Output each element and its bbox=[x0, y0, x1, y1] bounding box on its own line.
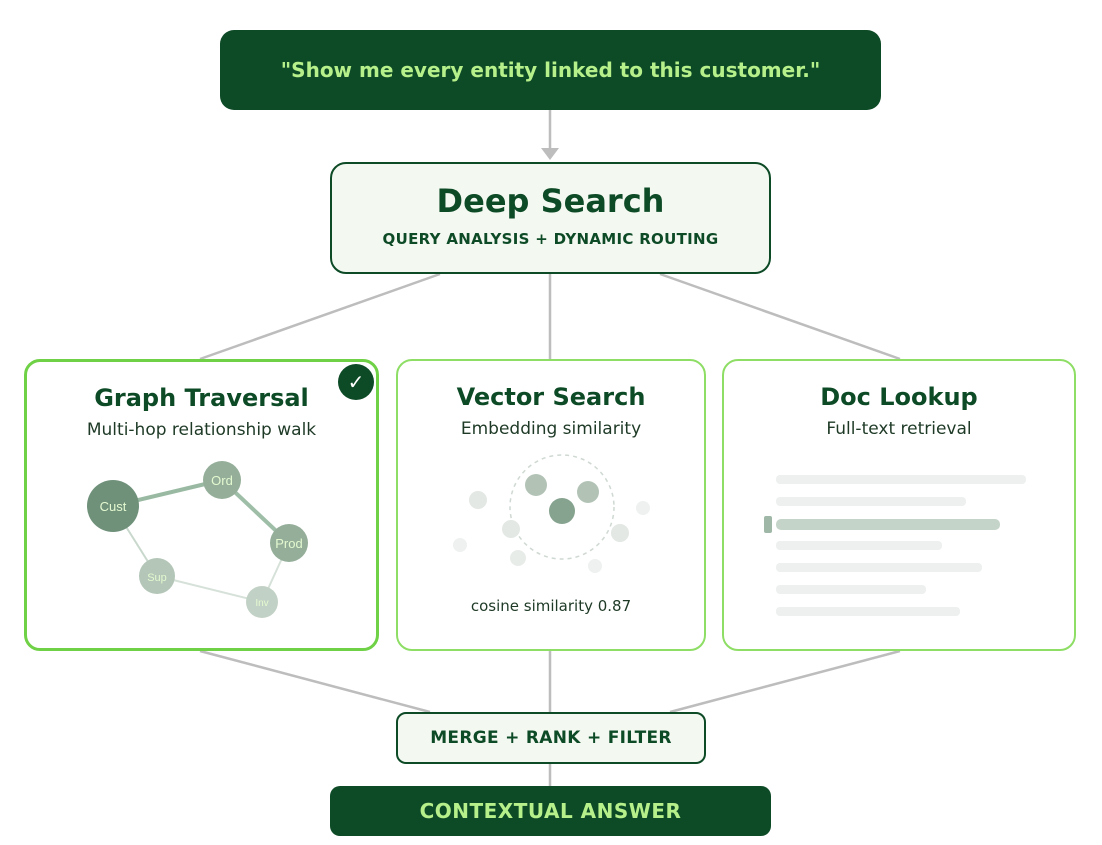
doc-line bbox=[776, 607, 960, 616]
answer-label: CONTEXTUAL ANSWER bbox=[419, 799, 682, 823]
vector-point bbox=[577, 481, 599, 503]
vector-point bbox=[510, 550, 526, 566]
vector-search-subtitle: Embedding similarity bbox=[460, 419, 642, 439]
graph-traversal-subtitle: Multi-hop relationship walk bbox=[86, 420, 317, 440]
vector-illustration bbox=[453, 454, 650, 573]
graph-node bbox=[203, 461, 241, 499]
vector-point bbox=[502, 520, 520, 538]
graph-traversal-card: ✓ Graph Traversal Multi-hop relationship… bbox=[24, 359, 379, 651]
doc-lookup-subtitle: Full-text retrieval bbox=[826, 419, 972, 439]
graph-node bbox=[270, 524, 308, 562]
graph-node bbox=[139, 558, 175, 594]
graph-node-label: Inv bbox=[255, 598, 268, 609]
deep-search-box: Deep Search QUERY ANALYSIS + DYNAMIC ROU… bbox=[330, 162, 771, 274]
vector-point bbox=[469, 491, 487, 509]
graph-node-label: Prod bbox=[275, 536, 302, 551]
graph-node-label: Sup bbox=[147, 572, 167, 584]
graph-illustration: Cust Ord Prod Sup Inv bbox=[87, 461, 308, 618]
vector-point bbox=[525, 474, 547, 496]
graph-node bbox=[246, 586, 278, 618]
vector-point bbox=[636, 501, 650, 515]
arrow-down-icon bbox=[541, 148, 559, 160]
doc-lookup-card: Doc Lookup Full-text retrieval bbox=[722, 359, 1076, 651]
user-query-box: "Show me every entity linked to this cus… bbox=[220, 30, 881, 110]
deep-search-title: Deep Search bbox=[436, 182, 665, 220]
vector-point bbox=[549, 498, 575, 524]
graph-node-label: Cust bbox=[100, 499, 127, 514]
graph-to-merge-line bbox=[199, 649, 431, 714]
doc-lookup-title: Doc Lookup bbox=[820, 383, 978, 411]
doc-line bbox=[776, 541, 942, 550]
deep-search-subtitle: QUERY ANALYSIS + DYNAMIC ROUTING bbox=[382, 230, 719, 248]
highlight-marker bbox=[764, 516, 772, 533]
vector-point bbox=[453, 538, 467, 552]
check-icon: ✓ bbox=[338, 364, 374, 400]
contextual-answer-box: CONTEXTUAL ANSWER bbox=[330, 786, 771, 836]
doc-to-merge-line bbox=[669, 649, 901, 714]
deep-to-graph-line bbox=[199, 272, 441, 361]
doc-line bbox=[776, 497, 966, 506]
vector-point bbox=[588, 559, 602, 573]
graph-node bbox=[87, 480, 139, 532]
doc-line-highlighted bbox=[776, 519, 1000, 530]
graph-node-label: Ord bbox=[211, 473, 233, 488]
merge-rank-filter-box: MERGE + RANK + FILTER bbox=[396, 712, 706, 764]
doc-line bbox=[776, 563, 982, 572]
doc-line bbox=[776, 585, 926, 594]
document-illustration bbox=[764, 475, 1026, 616]
graph-traversal-title: Graph Traversal bbox=[94, 384, 309, 412]
vector-search-title: Vector Search bbox=[456, 383, 646, 411]
merge-label: MERGE + RANK + FILTER bbox=[430, 728, 672, 748]
vector-point bbox=[611, 524, 629, 542]
cosine-similarity-caption: cosine similarity 0.87 bbox=[470, 597, 632, 615]
doc-line bbox=[776, 475, 1026, 484]
vector-search-card: Vector Search Embedding similarity cosin… bbox=[396, 359, 706, 651]
user-query-text: "Show me every entity linked to this cus… bbox=[280, 58, 821, 82]
deep-to-doc-line bbox=[659, 272, 901, 361]
